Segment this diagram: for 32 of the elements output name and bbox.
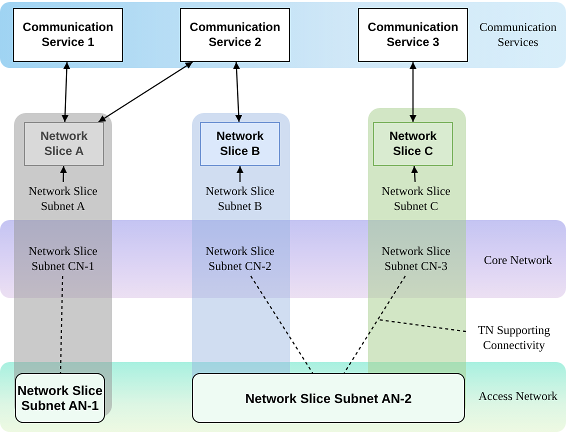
layer-band: [0, 220, 566, 298]
dashed-line: [344, 276, 406, 374]
service-box: Communication Service 1: [13, 8, 123, 62]
leader-line: [378, 319, 466, 332]
service-box: Communication Service 3: [358, 8, 468, 62]
subnet-label: Network Slice Subnet CN-1: [14, 242, 112, 276]
arrow: [411, 166, 418, 182]
subnet-label: Network Slice Subnet C: [366, 182, 466, 216]
layer-band: [0, 2, 566, 68]
service-box: Communication Service 2: [180, 8, 290, 62]
subnet-box: Network Slice Subnet AN-2: [192, 373, 465, 423]
dashed-line: [250, 276, 314, 374]
layer-band: [0, 362, 566, 432]
slice-box: Network Slice A: [24, 122, 104, 166]
layer-label: Core Network: [482, 252, 554, 268]
subnet-label: Network Slice Subnet B: [190, 182, 290, 216]
layer-label: Communication Services: [478, 19, 558, 51]
dashed-line: [60, 276, 64, 374]
subnet-label: Network Slice Subnet CN-2: [190, 242, 290, 276]
arrow: [62, 62, 70, 122]
subnet-box: Network Slice Subnet AN-1: [15, 373, 105, 423]
subnet-label: Network Slice Subnet A: [14, 182, 112, 216]
layer-label: Access Network: [478, 388, 558, 404]
arrow: [410, 62, 416, 122]
slice-box: Network Slice C: [373, 122, 453, 166]
arrow: [233, 62, 242, 122]
slice-box: Network Slice B: [200, 122, 280, 166]
subnet-label: TN Supporting Connectivity: [466, 322, 562, 354]
subnet-label: Network Slice Subnet CN-3: [366, 242, 466, 276]
arrow: [98, 62, 193, 122]
arrow: [60, 166, 67, 182]
arrow: [236, 166, 244, 182]
